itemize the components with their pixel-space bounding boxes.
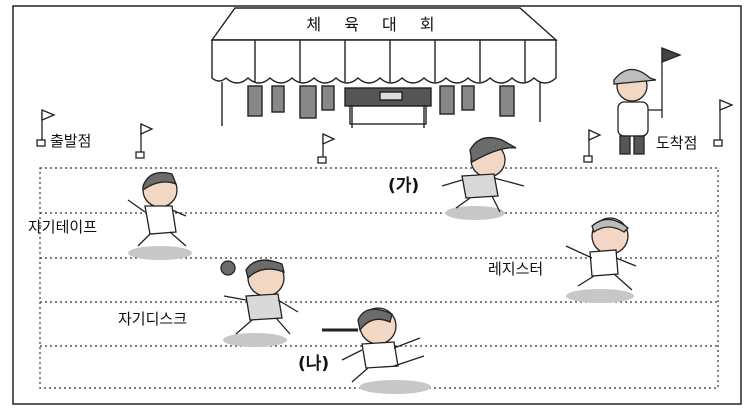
label-register: 레지스터 xyxy=(488,260,544,278)
flag-icons xyxy=(36,99,734,164)
label-runner-ga: (가) xyxy=(388,176,420,196)
label-start-point: 출발점 xyxy=(50,132,92,150)
runner-na-illustration xyxy=(322,307,425,383)
referee-boy-illustration xyxy=(613,47,682,155)
flag-mid-icon xyxy=(317,132,336,164)
flag-start-2-icon xyxy=(135,122,154,159)
label-runner-na: (나) xyxy=(298,354,330,374)
runner-register-illustration xyxy=(565,217,637,291)
label-magnetic-tape: 자기테이프 xyxy=(28,218,98,236)
runner-disk-illustration xyxy=(220,259,299,335)
runner-tape-illustration xyxy=(127,171,187,247)
runner-ga-illustration xyxy=(441,136,525,213)
label-magnetic-disk: 자기디스크 xyxy=(118,310,188,328)
tent-illustration xyxy=(210,7,558,128)
flag-start-1-icon xyxy=(36,109,56,147)
flag-finish-1-icon xyxy=(583,128,602,163)
flag-finish-2-icon xyxy=(713,99,734,147)
tent-banner-text: 체 육 대 회 xyxy=(306,15,444,34)
runner-shadows xyxy=(128,206,634,394)
frame-border xyxy=(12,5,742,405)
label-finish-point: 도착점 xyxy=(656,134,698,152)
